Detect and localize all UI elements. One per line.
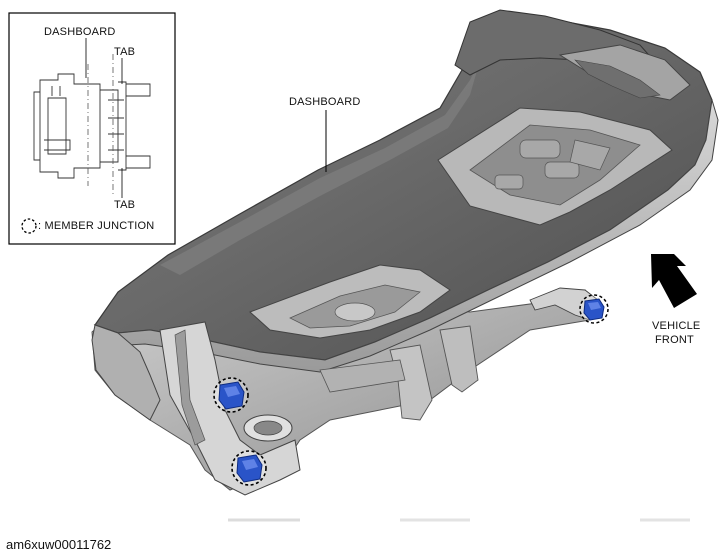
lower-member: [319, 359, 406, 393]
vehicle-front-label-line2: FRONT: [655, 334, 694, 346]
inset-frame: [8, 12, 176, 245]
clip-highlight: [588, 302, 601, 310]
vehicle-front-label-line1: VEHICLE: [652, 320, 701, 332]
center-ducts: [494, 139, 611, 190]
clip-blue: [583, 298, 605, 321]
dashboard-front-rim: [93, 99, 719, 373]
center-stay-2: [439, 325, 479, 393]
steering-tube-inner: [253, 420, 283, 436]
member-junction-2: [231, 450, 267, 486]
vehicle-front-arrow-icon: [651, 254, 697, 308]
meter-inner: [574, 59, 661, 99]
clip-highlight: [242, 459, 258, 470]
inset-dashboard-label: DASHBOARD: [44, 26, 116, 38]
left-bracket-edge: [174, 329, 206, 446]
inset-detail: [8, 12, 176, 245]
left-end-cap: [91, 324, 161, 421]
dashboard-highlight: [160, 60, 480, 275]
glovebox-duct: [334, 302, 376, 322]
inset-tab-top-label: TAB: [114, 46, 136, 58]
left-bracket: [159, 321, 301, 496]
member-junction-1: [213, 377, 249, 413]
member-junction-3: [579, 294, 609, 324]
inset-legend-label: : MEMBER JUNCTION: [38, 220, 155, 232]
dashboard-label: DASHBOARD: [289, 96, 361, 108]
inset-tab-bottom-label: TAB: [114, 199, 136, 211]
member-junction-legend-icon: [21, 218, 37, 234]
dashboard-assembly: [91, 9, 719, 522]
image-code: am6xuw00011762: [6, 537, 112, 552]
clip-highlight: [224, 386, 240, 397]
